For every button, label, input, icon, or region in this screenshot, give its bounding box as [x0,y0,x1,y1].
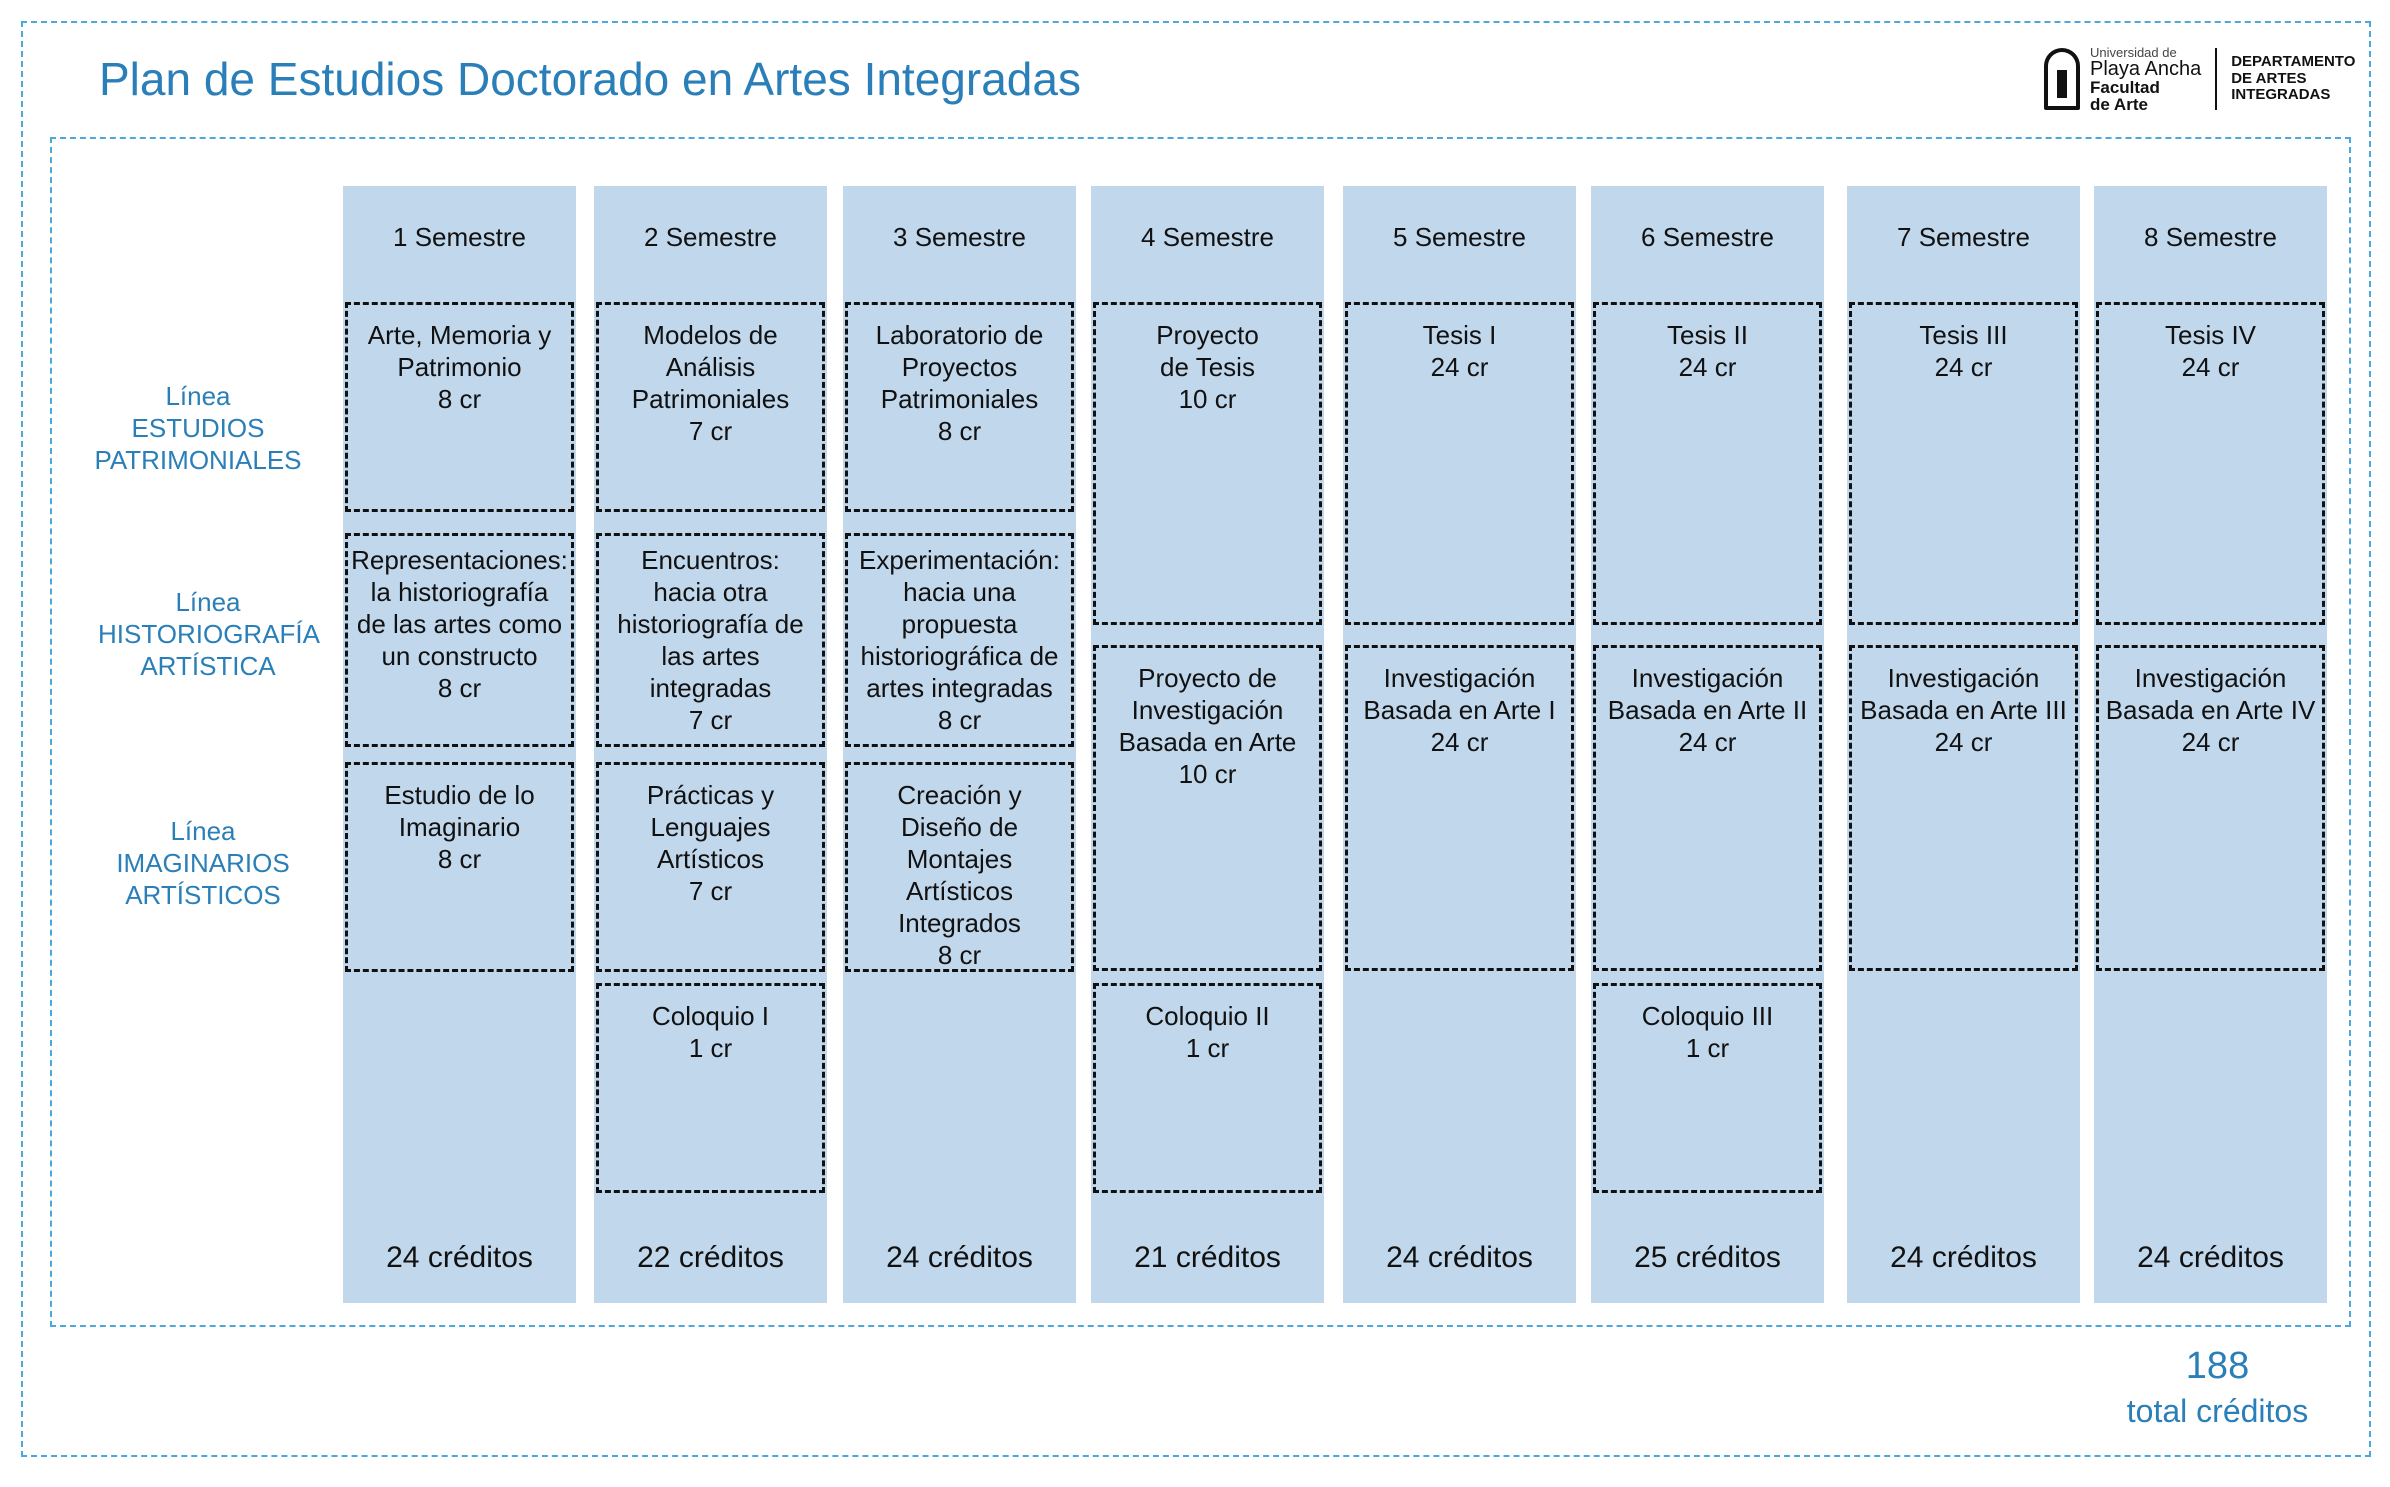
course-box: Tesis II 24 cr [1593,302,1822,625]
semester-credits: 22 créditos [637,1241,784,1274]
semester-header: 2 Semestre [644,222,777,252]
course-box: Tesis III 24 cr [1849,302,2078,625]
semester-header: 6 Semestre [1641,222,1774,252]
line-label-estudios-patrimoniales: Línea ESTUDIOS PATRIMONIALES [94,381,302,475]
line-label-imaginarios: Línea IMAGINARIOS ARTÍSTICOS [116,816,290,910]
lighthouse-emblem-icon [2044,48,2080,110]
course-box: Modelos de Análisis Patrimoniales 7 cr [596,302,825,512]
course-box: Laboratorio de Proyectos Patrimoniales 8… [845,302,1074,512]
semester-header: 7 Semestre [1897,222,2030,252]
semester-header: 8 Semestre [2144,222,2277,252]
semester-credits: 21 créditos [1134,1241,1281,1274]
course-box: Tesis IV 24 cr [2096,302,2325,625]
course-box: Encuentros: hacia otra historiografía de… [596,533,825,747]
semester-header: 1 Semestre [393,222,526,252]
semester-credits: 25 créditos [1634,1241,1781,1274]
semester-header: 4 Semestre [1141,222,1274,252]
semester-header: 5 Semestre [1393,222,1526,252]
course-box: Representaciones: la historiografía de l… [345,533,574,747]
semester-credits: 24 créditos [2137,1241,2284,1274]
logo-department: DEPARTAMENTO DE ARTES INTEGRADAS [2231,53,2356,104]
course-box: Coloquio I 1 cr [596,983,825,1193]
course-box: Tesis I 24 cr [1345,302,1574,625]
page-title: Plan de Estudios Doctorado en Artes Inte… [99,53,1081,105]
logo-university: Playa Ancha [2090,57,2202,80]
page-border [21,21,2371,1457]
course-box: Estudio de lo Imaginario 8 cr [345,762,574,972]
course-box: Proyecto de Tesis 10 cr [1093,302,1322,625]
course-box: Proyecto de Investigación Basada en Arte… [1093,645,1322,971]
total-credits-label: total créditos [2126,1393,2309,1429]
course-box: Experimentación: hacia una propuesta his… [845,533,1074,747]
semester-header: 3 Semestre [893,222,1026,252]
course-box: Coloquio III 1 cr [1593,983,1822,1193]
course-box: Investigación Basada en Arte II 24 cr [1593,645,1822,971]
curriculum-grid [50,137,2351,1327]
course-box: Coloquio II 1 cr [1093,983,1322,1193]
course-box: Investigación Basada en Arte I 24 cr [1345,645,1574,971]
course-box: Investigación Basada en Arte IV 24 cr [2096,645,2325,971]
logo-university-small: Universidad de [2090,44,2177,60]
semester-credits: 24 créditos [1890,1241,2037,1274]
line-label-historiografia: Línea HISTORIOGRAFÍA ARTÍSTICA [98,587,320,681]
course-box: Creación y Diseño de Montajes Artísticos… [845,762,1074,972]
course-box: Investigación Basada en Arte III 24 cr [1849,645,2078,971]
course-box: Prácticas y Lenguajes Artísticos 7 cr [596,762,825,972]
semester-credits: 24 créditos [386,1241,533,1274]
semester-credits: 24 créditos [1386,1241,1533,1274]
university-logo: Universidad de Playa Ancha Facultad de A… [2044,44,2355,114]
total-credits-value: 188 [2185,1345,2250,1387]
course-box: Arte, Memoria y Patrimonio 8 cr [345,302,574,512]
semester-credits: 24 créditos [886,1241,1033,1274]
logo-divider [2215,48,2218,110]
logo-faculty-1: Facultad [2090,77,2160,97]
logo-faculty-2: de Arte [2090,94,2148,114]
